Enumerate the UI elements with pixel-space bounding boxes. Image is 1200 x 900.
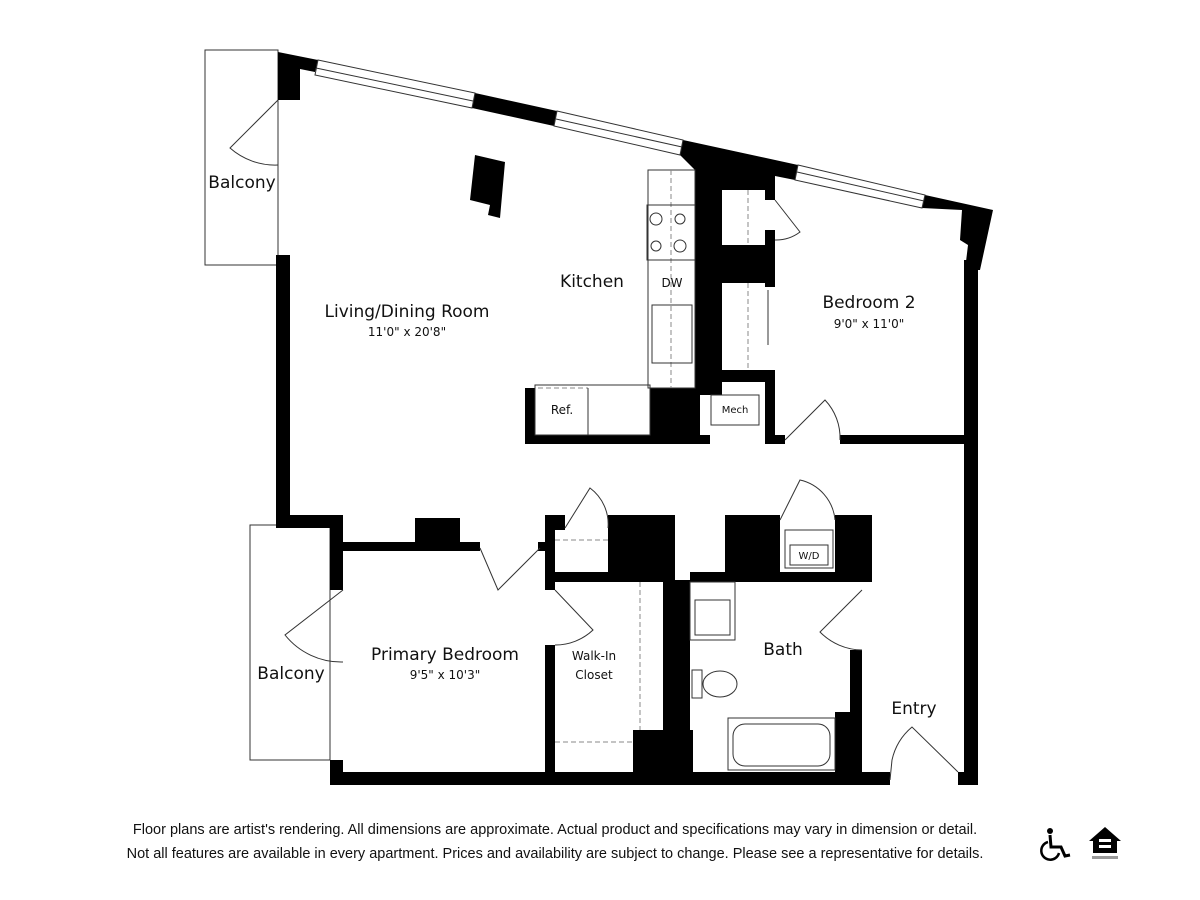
dishwasher-label: DW <box>661 276 682 290</box>
windows <box>314 59 926 209</box>
bath-fixtures <box>689 529 836 771</box>
walk-in-closet-label-2: Closet <box>575 668 613 682</box>
mech-label: Mech <box>722 405 749 416</box>
balcony-upper-label: Balcony <box>208 173 275 193</box>
wheelchair-accessible-icon <box>1040 828 1071 861</box>
disclaimer-line-2: Not all features are available in every … <box>126 846 984 862</box>
washer-dryer <box>784 529 834 569</box>
mech-unit <box>710 394 760 426</box>
balcony-upper-outline <box>204 49 279 266</box>
entry-label: Entry <box>891 699 936 719</box>
bedroom2-label: Bedroom 2 <box>822 293 915 313</box>
refrigerator-label: Ref. <box>551 403 573 417</box>
walk-in-closet-label: Walk-In <box>572 649 616 663</box>
door-swings <box>229 99 959 781</box>
interior-walls <box>276 165 978 785</box>
stove <box>646 204 696 261</box>
sink <box>651 304 693 364</box>
washer-dryer-label: W/D <box>799 551 820 562</box>
vanity <box>689 581 736 641</box>
kitchen-label: Kitchen <box>560 272 624 292</box>
bedroom2-dimensions: 9'0" x 11'0" <box>834 317 905 331</box>
bathtub <box>727 717 836 771</box>
bath-label: Bath <box>763 640 803 660</box>
living-room-dimensions: 11'0" x 20'8" <box>368 325 446 339</box>
equal-housing-opportunity-icon <box>1089 827 1121 859</box>
primary-bedroom-label: Primary Bedroom <box>371 645 519 665</box>
balcony-lower-label: Balcony <box>257 664 324 684</box>
fireplace-block <box>470 155 505 218</box>
primary-bedroom-dimensions: 9'5" x 10'3" <box>410 668 481 682</box>
top-exterior-wall <box>278 52 993 270</box>
balcony-lower-outline <box>249 524 331 761</box>
disclaimer-line-1: Floor plans are artist's rendering. All … <box>132 822 978 838</box>
toilet <box>702 670 738 698</box>
living-room-label: Living/Dining Room <box>325 302 490 322</box>
kitchen-counters <box>534 169 769 436</box>
